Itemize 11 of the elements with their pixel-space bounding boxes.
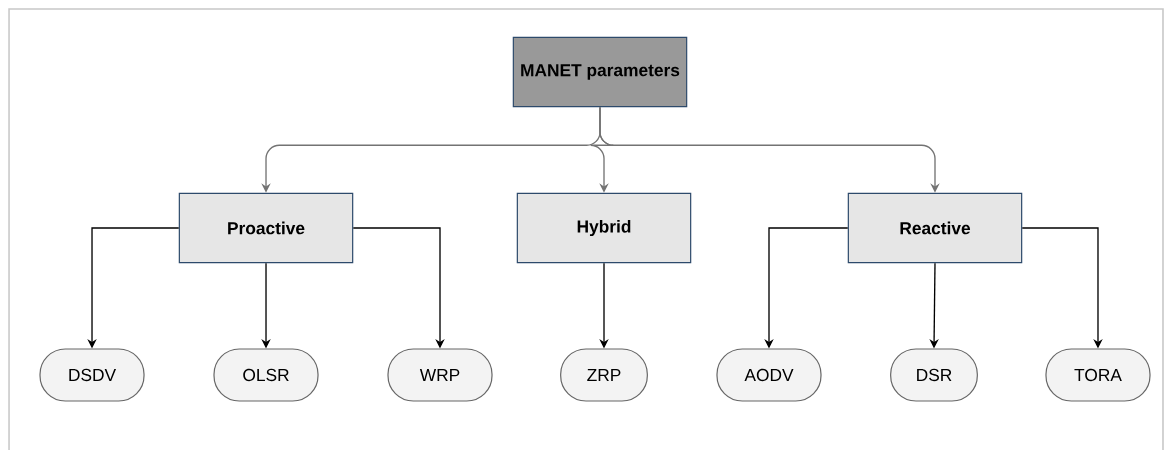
protocol-pill: AODV <box>716 348 822 402</box>
protocol-pill: TORA <box>1045 348 1151 402</box>
category-box: Proactive <box>178 192 354 264</box>
protocol-pill: DSR <box>890 348 978 402</box>
category-box: Hybrid <box>516 192 692 264</box>
protocol-pill: ZRP <box>560 348 648 402</box>
protocol-pill: DSDV <box>39 348 145 402</box>
root-box: MANET parameters <box>512 36 688 108</box>
category-box: Reactive <box>847 192 1023 264</box>
protocol-pill: WRP <box>387 348 493 402</box>
protocol-pill: OLSR <box>213 348 319 402</box>
